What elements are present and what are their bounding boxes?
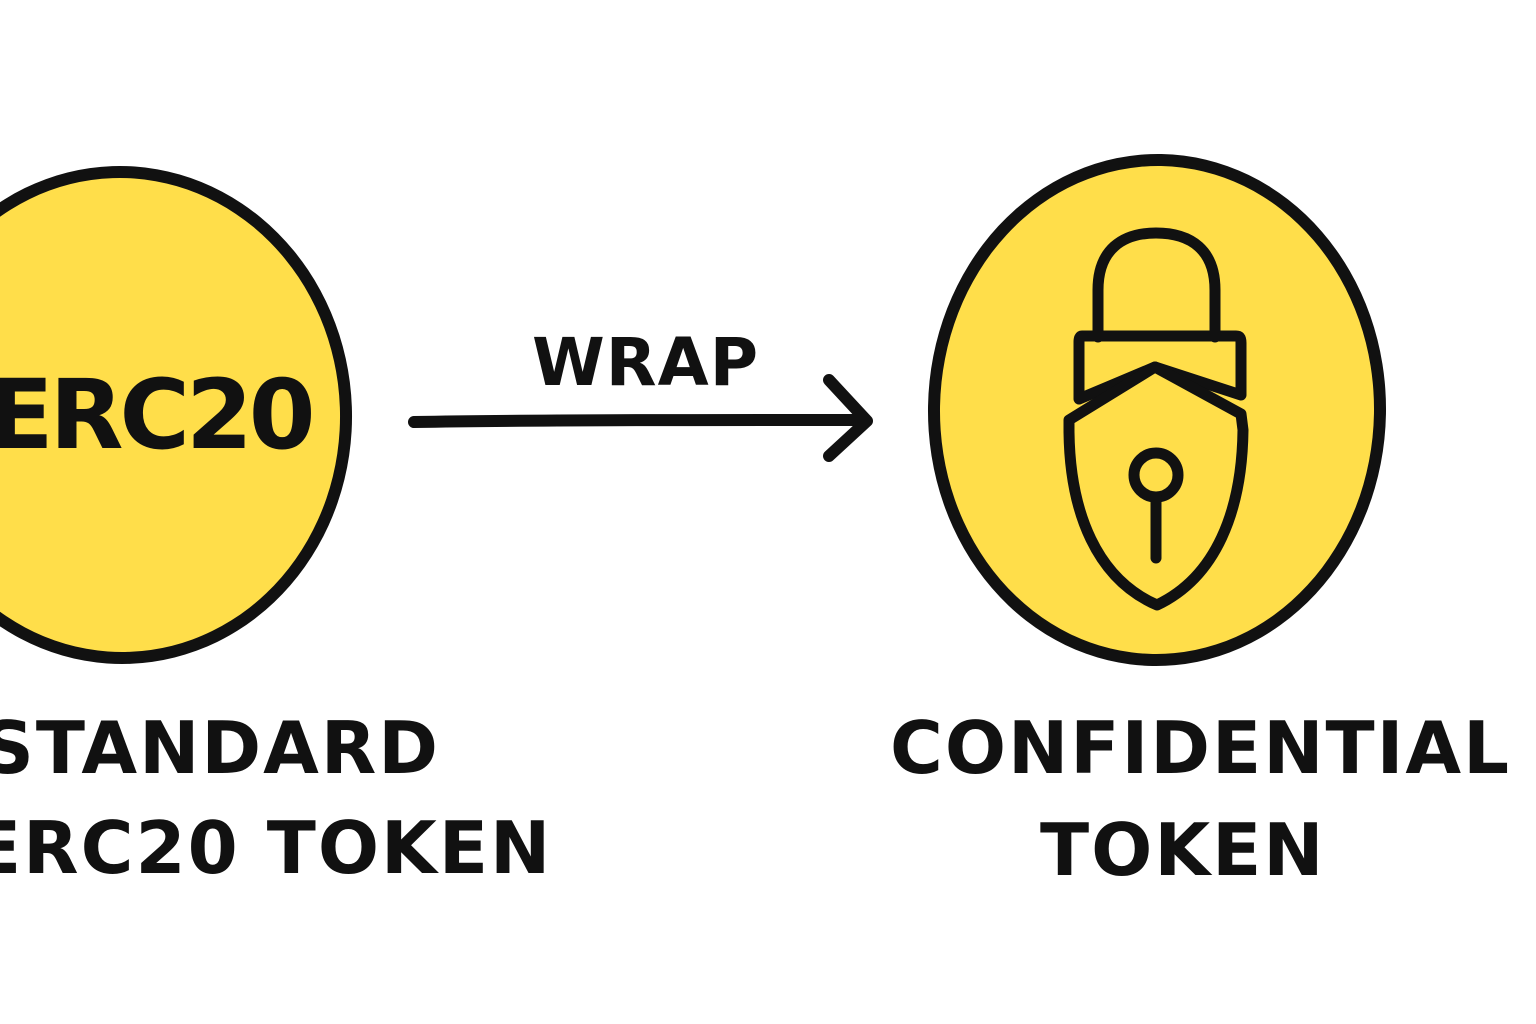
erc20-coin-label: ERC20 [0, 359, 316, 471]
arrow-shaft [408, 414, 870, 428]
lock-shield-icon [1063, 227, 1249, 611]
lock-body [1073, 330, 1247, 405]
shield-outline [1063, 361, 1249, 611]
lock-shackle [1092, 227, 1221, 343]
confidential-token-caption-line-1: CONFIDENTIAL [890, 706, 1511, 790]
standard-token-caption-line-1: STANDARD [0, 706, 441, 790]
wrap-arrow [408, 374, 873, 462]
standard-token-caption-line-2: ERC20 TOKEN [0, 806, 553, 890]
wrap-label: WRAP [532, 324, 760, 401]
keyhole-circle [1128, 447, 1184, 503]
arrow-head [823, 374, 873, 462]
confidential-token-caption-line-2: TOKEN [1040, 808, 1326, 892]
